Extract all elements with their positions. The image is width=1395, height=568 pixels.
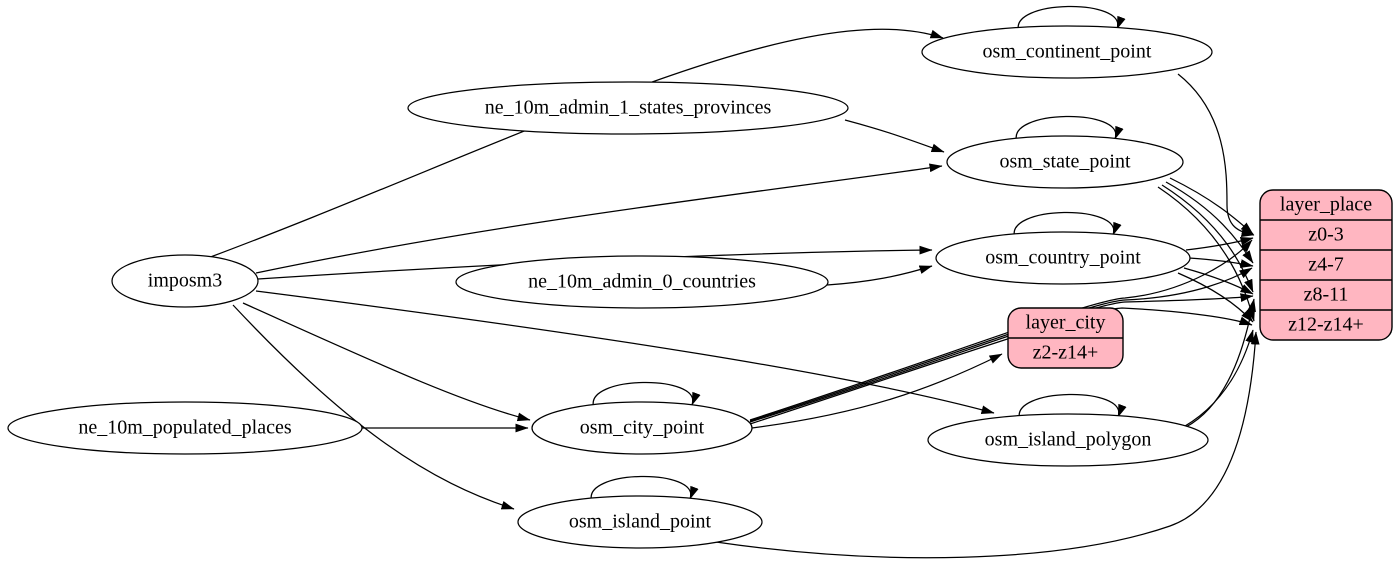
record-row-layer_city-z2-z14+: z2-z14+: [1033, 342, 1099, 364]
node-osm_country_point: osm_country_point: [935, 231, 1191, 285]
edge-osm_island_point-to-layer_place.z12-z14+: [715, 331, 1260, 559]
edge-osm_state_point-to-layer_place.z0-3: [1169, 177, 1254, 235]
edge-osm_city_point-to-layer_place.z4-7: [749, 267, 1253, 422]
record-header-layer_city: layer_city: [1026, 312, 1106, 334]
node-label-osm_state_point: osm_state_point: [999, 151, 1131, 173]
edge-osm_state_point-to-layer_place.z8-11: [1161, 184, 1254, 293]
edge-imposm3-to-osm_continent_point: [196, 28, 944, 263]
node-shape-osm_island_polygon: [927, 413, 1209, 467]
edge-osm_city_point-to-layer_place.z12-z14+: [749, 307, 1253, 425]
node-osm_island_polygon: osm_island_polygon: [927, 413, 1209, 467]
edge-osm_city_point-to-layer_place.z8-11: [749, 293, 1254, 423]
edge-ne_10m_admin_0_countries-to-osm_country_point: [826, 265, 933, 286]
record-row-layer_place-z0-3: z0-3: [1308, 224, 1344, 246]
node-ne_10m_populated_places: ne_10m_populated_places: [7, 401, 363, 455]
edge-osm_country_point-self-loop: [1013, 211, 1122, 239]
node-label-osm_country_point: osm_country_point: [985, 247, 1141, 269]
node-shape-ne_10m_populated_places: [7, 401, 363, 455]
node-shape-osm_state_point: [946, 135, 1184, 189]
node-shape-ne_10m_admin_1_states_provinces: [407, 81, 849, 135]
edge-osm_city_point-self-loop: [592, 381, 701, 409]
node-imposm3: imposm3: [111, 254, 259, 308]
node-shape-imposm3: [111, 254, 259, 308]
node-shape-osm_island_point: [517, 495, 763, 549]
edge-osm_country_point-to-layer_place.z8-11: [1183, 267, 1254, 295]
node-label-ne_10m_populated_places: ne_10m_populated_places: [78, 417, 291, 439]
record-row-layer_place-z4-7: z4-7: [1308, 254, 1344, 276]
edge-osm_island_polygon-to-layer_place.z12-z14+: [1175, 329, 1254, 432]
record-layer_place: layer_place z0-3 z4-7 z8-11 z12-z14+: [1259, 189, 1393, 341]
record-shape-layer_place: [1259, 189, 1393, 341]
node-osm_city_point: osm_city_point: [531, 401, 753, 455]
edge-osm_state_point-to-layer_place.z4-7: [1165, 181, 1254, 264]
node-osm_continent_point: osm_continent_point: [921, 25, 1213, 79]
edge-ne_10m_admin_1_states_provinces-to-osm_state_point: [844, 119, 945, 153]
edge-osm_city_point-to-layer_city.z2-z14+: [751, 353, 1003, 429]
edge-imposm3-to-osm_island_polygon: [255, 290, 995, 414]
record-row-layer_place-z8-11: z8-11: [1304, 284, 1349, 306]
node-label-osm_continent_point: osm_continent_point: [983, 41, 1152, 63]
node-label-ne_10m_admin_0_countries: ne_10m_admin_0_countries: [528, 271, 756, 293]
edge-osm_island_polygon-self-loop: [1018, 393, 1127, 421]
node-osm_state_point: osm_state_point: [946, 135, 1184, 189]
node-shape-osm_continent_point: [921, 25, 1213, 79]
edge-osm_island_polygon-to-layer_place.z8-11: [1185, 298, 1256, 428]
edge-osm_city_point-to-layer_place.z0-3: [749, 239, 1253, 421]
node-ne_10m_admin_1_states_provinces: ne_10m_admin_1_states_provinces: [407, 81, 849, 135]
node-label-osm_city_point: osm_city_point: [580, 417, 705, 439]
record-header-layer_place: layer_place: [1280, 194, 1372, 216]
edge-osm_country_point-to-layer_place.z0-3: [1185, 236, 1254, 251]
node-label-osm_island_point: osm_island_point: [569, 511, 712, 533]
edge-imposm3-to-osm_city_point: [242, 302, 531, 422]
record-row-layer_place-z12-z14+: z12-z14+: [1288, 314, 1364, 336]
record-layer_city: layer_city z2-z14+: [1007, 307, 1124, 369]
edge-osm_continent_point-to-layer_place.z0-3: [1177, 73, 1255, 238]
edge-osm_island_point-self-loop: [590, 475, 699, 503]
node-shape-ne_10m_admin_0_countries: [455, 255, 829, 309]
node-shape-osm_country_point: [935, 231, 1191, 285]
node-shape-osm_city_point: [531, 401, 753, 455]
edge-osm_state_point-self-loop: [1015, 115, 1124, 143]
node-label-osm_island_polygon: osm_island_polygon: [985, 429, 1152, 451]
node-osm_island_point: osm_island_point: [517, 495, 763, 549]
node-ne_10m_admin_0_countries: ne_10m_admin_0_countries: [455, 255, 829, 309]
node-label-ne_10m_admin_1_states_provinces: ne_10m_admin_1_states_provinces: [485, 97, 772, 119]
edge-osm_continent_point-self-loop: [1017, 5, 1126, 33]
edge-imposm3-to-osm_state_point: [255, 163, 943, 274]
edge-imposm3-to-osm_island_point: [232, 304, 515, 510]
node-label-imposm3: imposm3: [148, 270, 222, 292]
